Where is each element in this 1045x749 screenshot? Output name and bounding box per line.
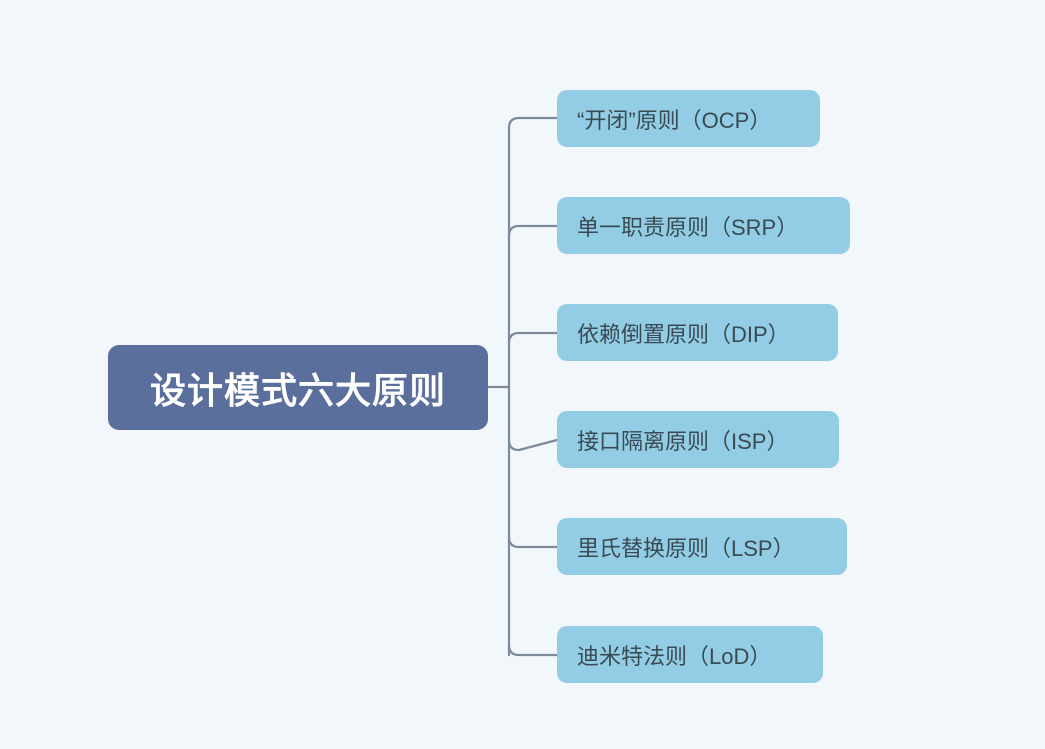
child-node-label-ocp: “开闭”原则（OCP） (577, 107, 772, 133)
root-node-label: 设计模式六大原则 (149, 369, 446, 411)
child-node-label-srp: 单一职责原则（SRP） (577, 214, 799, 240)
child-node-isp[interactable]: 接口隔离原则（ISP） (557, 411, 839, 468)
child-node-lsp[interactable]: 里氏替换原则（LSP） (557, 518, 847, 575)
connector-to-srp (507, 224, 559, 238)
connector-to-lsp (507, 535, 559, 549)
child-node-lod[interactable]: 迪米特法则（LoD） (557, 626, 823, 683)
child-node-label-lod: 迪米特法则（LoD） (577, 643, 772, 669)
child-node-label-isp: 接口隔离原则（ISP） (577, 428, 789, 454)
connector-to-ocp (507, 116, 559, 130)
child-node-ocp[interactable]: “开闭”原则（OCP） (557, 90, 820, 147)
connector-to-dip (507, 331, 559, 345)
child-node-srp[interactable]: 单一职责原则（SRP） (557, 197, 850, 254)
child-node-dip[interactable]: 依赖倒置原则（DIP） (557, 304, 838, 361)
connector-to-lod (507, 643, 559, 657)
root-node[interactable]: 设计模式六大原则 (108, 345, 488, 430)
child-node-label-lsp: 里氏替换原则（LSP） (577, 535, 795, 561)
child-node-label-dip: 依赖倒置原则（DIP） (577, 321, 790, 347)
connector-to-isp (507, 438, 559, 452)
